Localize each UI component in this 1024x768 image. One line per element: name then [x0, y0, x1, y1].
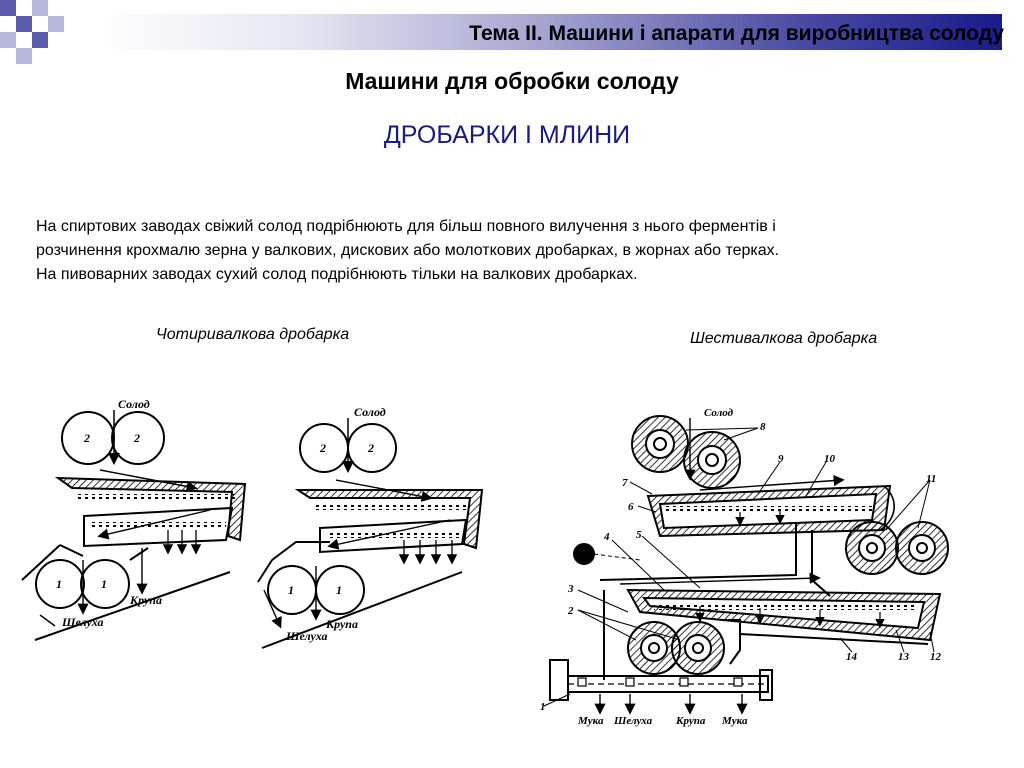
label-roll: 2	[367, 441, 374, 455]
label-shelukha: Шелуха	[61, 615, 104, 629]
label-part-number: 11	[926, 473, 936, 485]
label-roll: 2	[133, 431, 140, 445]
label-part-number: 1	[540, 701, 546, 713]
paragraph-line: На спиртових заводах свіжий солод подріб…	[36, 218, 776, 235]
paragraph-line: На пивоварних заводах сухий солод подріб…	[36, 266, 638, 283]
six-roll-labels: Солод 1 2 3 4 5 6 7 8 9 10 11 12 13 14 М…	[540, 407, 942, 727]
label-output: Мука	[721, 715, 748, 727]
slide-title: Машини для обробки солоду	[345, 68, 679, 94]
body-paragraph: На спиртових заводах свіжий солод подріб…	[36, 215, 986, 287]
label-output: Мука	[577, 715, 604, 727]
label-solod: Солод	[354, 405, 386, 419]
label-roll: 1	[288, 583, 294, 597]
topic-title: Тема ІІ. Машини і апарати для виробництв…	[469, 22, 1004, 45]
label-part-number: 6	[628, 501, 634, 513]
label-part-number: 8	[760, 421, 766, 433]
label-part-number: 14	[846, 651, 858, 663]
label-solod: Солод	[704, 407, 734, 419]
label-part-number: 4	[603, 531, 610, 543]
label-part-number: 3	[567, 583, 574, 595]
caption-four-roll: Чотиривалкова дробарка	[156, 326, 350, 343]
label-roll: 1	[56, 577, 62, 591]
caption-six-roll: Шестивалкова дробарка	[690, 330, 878, 347]
label-output: Шелуха	[613, 715, 653, 727]
corner-decoration	[0, 0, 80, 64]
label-roll: 1	[101, 577, 107, 591]
slide-subtitle: ДРОБАРКИ І МЛИНИ	[383, 121, 631, 149]
label-part-number: 9	[778, 453, 784, 465]
label-solod: Солод	[118, 397, 150, 411]
four-roll-labels-b: Солод 2 2 1 1 Крупа Шелуха	[285, 405, 386, 643]
label-part-number: 7	[622, 477, 628, 489]
label-roll: 2	[319, 441, 326, 455]
paragraph-line: розчинення крохмалю зерна у валкових, ди…	[36, 242, 780, 259]
label-part-number: 2	[567, 605, 574, 617]
six-roll-mill	[543, 415, 949, 715]
label-krupa: Крупа	[325, 617, 358, 631]
label-part-number: 12	[930, 651, 942, 663]
header-bar	[96, 14, 1002, 50]
four-roll-mill-a	[21, 410, 247, 641]
label-part-number: 10	[824, 453, 836, 465]
four-roll-labels-a: Солод 2 2 1 1 Крупа Шелуха	[56, 397, 162, 629]
label-shelukha: Шелуха	[285, 629, 328, 643]
label-part-number: 13	[898, 651, 910, 663]
roll-circle	[111, 411, 165, 465]
label-roll: 2	[83, 431, 90, 445]
label-roll: 1	[336, 583, 342, 597]
label-part-number: 5	[636, 529, 642, 541]
label-krupa: Крупа	[129, 593, 162, 607]
four-roll-mill-b	[257, 418, 484, 649]
label-output: Крупа	[675, 715, 706, 727]
